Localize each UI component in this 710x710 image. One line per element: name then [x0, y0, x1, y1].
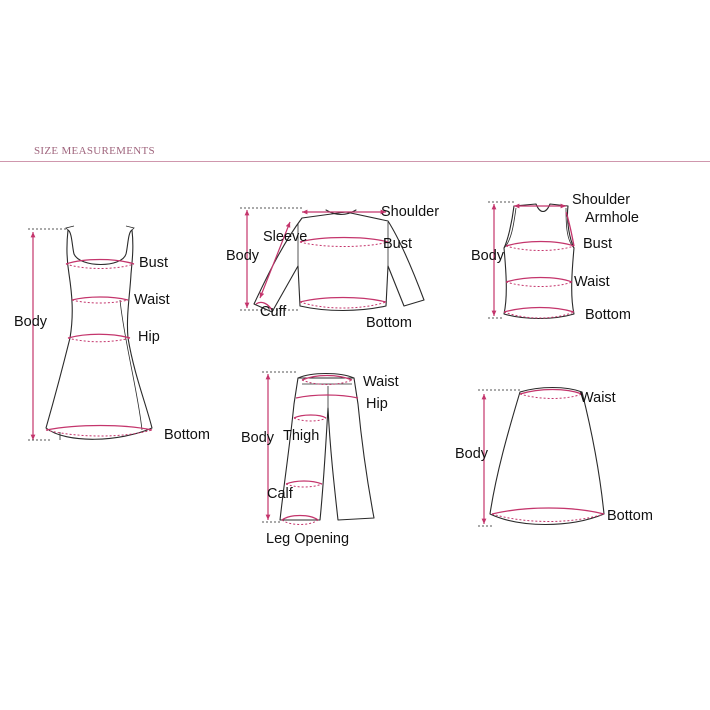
skirt-waist-measure: [519, 388, 583, 395]
tank-bottom-measure: [503, 306, 575, 313]
skirt-outline: [489, 386, 605, 525]
pants-leg-opening-label: Leg Opening: [266, 531, 350, 547]
shirt-cuff-label: Cuff: [260, 304, 287, 320]
shirt-shoulder-label: Shoulder: [381, 204, 440, 220]
dress-hip-measure: [67, 333, 131, 339]
skirt-waist-label: Waist: [580, 390, 616, 406]
shirt-bottom-measure: [299, 296, 387, 303]
pants-hip-measure: [295, 394, 359, 399]
pants-diagram: [262, 371, 375, 525]
shirt-sleeve-label: Sleeve: [263, 229, 308, 245]
pants-waist-measure: [301, 374, 353, 381]
pants-outline: [279, 377, 375, 521]
pants-waist-label: Waist: [363, 374, 399, 390]
dress-bottom-label: Bottom: [164, 427, 210, 443]
section-title: SIZE MEASUREMENTS: [34, 145, 155, 157]
tank-armhole-measure: [565, 211, 575, 247]
pants-calf-label: Calf: [267, 486, 293, 502]
pants-thigh-label: Thigh: [283, 428, 320, 444]
skirt-diagram: [478, 386, 605, 527]
tank-shoulder-label: Shoulder: [572, 192, 631, 208]
tank-bust-measure: [505, 240, 575, 247]
pants-hip-label: Hip: [366, 396, 388, 412]
shirt-body-label: Body: [226, 248, 260, 264]
tank-diagram: [488, 201, 575, 319]
skirt-body-label: Body: [455, 446, 489, 462]
pants-leg-opening-measure: [281, 514, 319, 521]
tank-waist-measure: [505, 276, 573, 283]
dress-bust-measure: [65, 258, 135, 265]
skirt-bottom-measure: [491, 507, 605, 515]
shirt-bust-measure: [299, 236, 389, 243]
dress-waist-label: Waist: [134, 292, 170, 308]
pants-calf-measure: [285, 480, 323, 485]
tank-bottom-label: Bottom: [585, 307, 631, 323]
pants-thigh-measure: [293, 414, 327, 419]
pants-body-label: Body: [241, 430, 275, 446]
skirt-bottom-label: Bottom: [607, 508, 653, 524]
tank-body-label: Body: [471, 248, 505, 264]
dress-hip-label: Hip: [138, 329, 160, 345]
shirt-bottom-label: Bottom: [366, 315, 412, 331]
dress-bottom-measure: [45, 424, 153, 431]
tank-bust-label: Bust: [583, 236, 613, 252]
shirt-cuff-measure: [255, 301, 273, 311]
dress-waist-measure: [71, 296, 129, 301]
dress-body-label: Body: [14, 314, 48, 330]
tank-outline: [503, 203, 575, 319]
tank-armhole-label: Armhole: [585, 210, 639, 226]
shirt-bust-label: Bust: [383, 236, 413, 252]
dress-bust-label: Bust: [139, 255, 169, 271]
header-divider: [0, 161, 710, 162]
dress-diagram: [28, 225, 153, 441]
shirt-diagram: [240, 207, 425, 313]
tank-waist-label: Waist: [574, 274, 610, 290]
shirt-sleeve-measure: [259, 221, 291, 299]
